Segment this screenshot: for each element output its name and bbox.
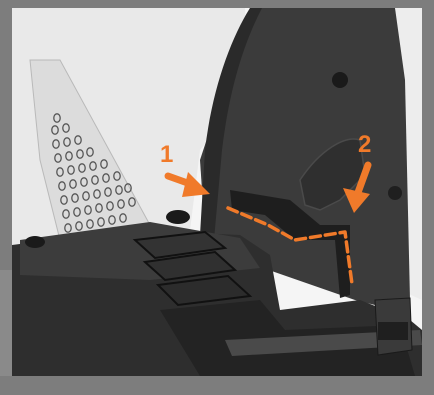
screw-hole-top — [332, 72, 348, 88]
pillar-slot — [378, 322, 408, 340]
frame-bottom — [0, 376, 434, 395]
step-2-label: 2 — [358, 131, 371, 158]
knob-left — [25, 236, 45, 248]
step-1-label: 1 — [160, 141, 173, 168]
screw-hole-right — [388, 186, 402, 200]
frame-left-tab — [0, 270, 12, 380]
knob-center — [166, 210, 190, 224]
